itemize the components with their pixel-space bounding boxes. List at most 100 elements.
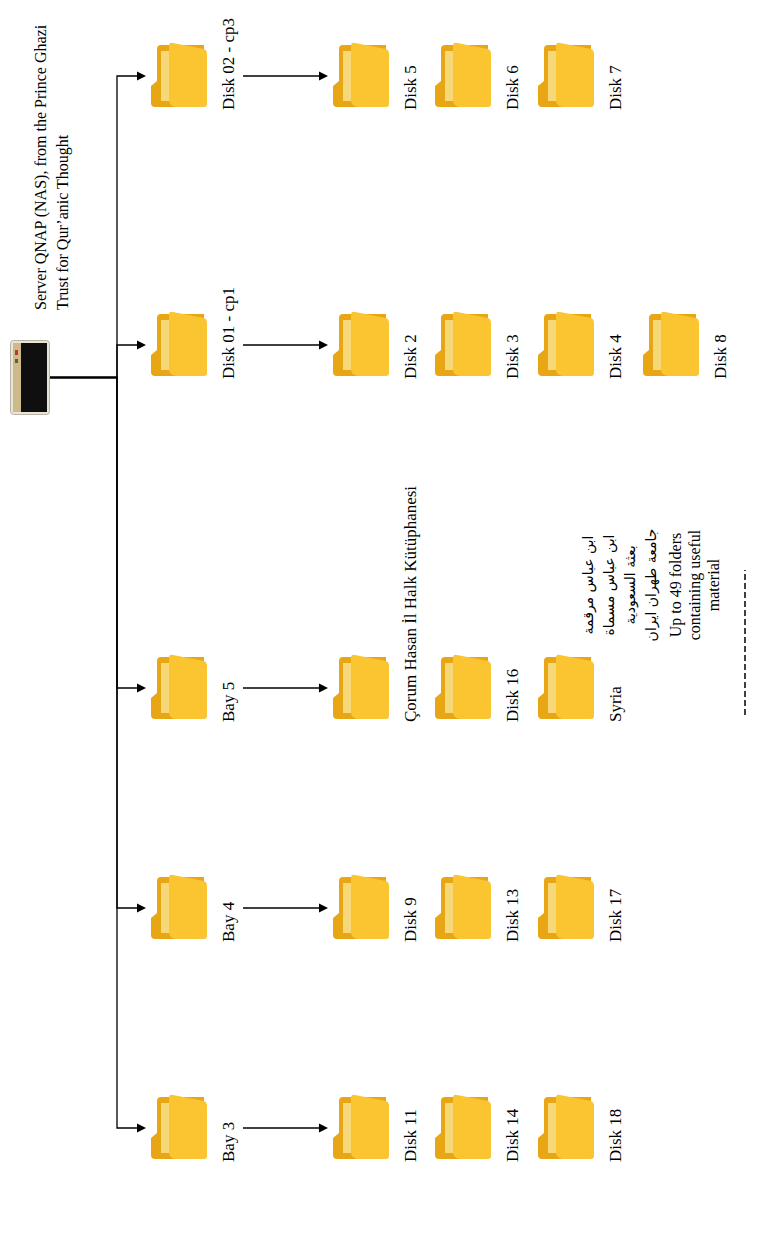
folder-front — [453, 43, 491, 107]
folder-label: Disk 11 — [400, 1094, 421, 1162]
arrow-head — [319, 904, 328, 913]
folder-label: Bay 3 — [218, 1094, 239, 1162]
connector — [50, 378, 146, 913]
dashed-line — [744, 570, 746, 715]
folder-node: Disk 18 — [535, 1094, 626, 1162]
folder-icon — [148, 311, 210, 379]
note-text: ابن عباس مرقمة — [578, 510, 599, 660]
folder-front — [556, 1095, 594, 1159]
folder-label: Disk 4 — [605, 311, 626, 379]
folder-front — [453, 875, 491, 939]
folder-icon — [432, 1094, 494, 1162]
folder-node: Disk 8 — [640, 311, 731, 379]
server-caption: Server QNAP (NAS), from the Prince Ghazi… — [30, 18, 74, 310]
folder-label: Çorum Hasan İl Halk Kütüphanesi — [400, 486, 421, 722]
folder-label: Disk 18 — [605, 1094, 626, 1162]
folder-label: Disk 9 — [400, 874, 421, 942]
folder-label: Disk 02 - cp3 — [218, 18, 239, 110]
folder-front — [661, 312, 699, 376]
note-text: Up to 49 folders containing useful mater… — [666, 510, 723, 660]
folder-icon — [535, 42, 597, 110]
connector-line — [50, 378, 139, 909]
folder-label: Disk 8 — [710, 311, 731, 379]
folder-front — [169, 1095, 207, 1159]
connector — [243, 341, 328, 350]
arrow-head — [319, 1124, 328, 1133]
folder-label: Disk 13 — [502, 874, 523, 942]
connector-line — [243, 344, 321, 345]
arrow-head — [137, 341, 146, 350]
folder-icon — [330, 42, 392, 110]
folder-front — [453, 312, 491, 376]
device-led — [15, 350, 18, 355]
folder-label: Disk 3 — [502, 311, 523, 379]
folder-front — [169, 312, 207, 376]
connector — [243, 904, 328, 913]
folder-node: Syria — [535, 654, 626, 722]
folder-node: Disk 14 — [432, 1094, 523, 1162]
folder-label: Disk 14 — [502, 1094, 523, 1162]
folder-icon — [432, 311, 494, 379]
folder-front — [169, 655, 207, 719]
folder-front — [453, 1095, 491, 1159]
folder-icon — [432, 654, 494, 722]
folder-icon — [330, 1094, 392, 1162]
folder-node: Disk 7 — [535, 42, 626, 110]
connector — [50, 378, 146, 1133]
connector — [243, 1124, 328, 1133]
folder-label: Disk 01 - cp1 — [218, 287, 239, 379]
folder-front — [169, 875, 207, 939]
folder-front — [351, 1095, 389, 1159]
folder-node: Disk 13 — [432, 874, 523, 942]
folder-front — [351, 875, 389, 939]
folder-icon — [432, 42, 494, 110]
folder-front — [351, 312, 389, 376]
device-frame — [11, 341, 50, 415]
connector-line — [243, 75, 321, 76]
folder-icon — [535, 1094, 597, 1162]
connector — [50, 378, 146, 693]
folder-node: Disk 16 — [432, 654, 523, 722]
folder-node: Disk 5 — [330, 42, 421, 110]
device-led — [15, 359, 18, 363]
folder-node: Disk 6 — [432, 42, 523, 110]
folder-node: Bay 3 — [148, 1094, 239, 1162]
folder-node: Disk 4 — [535, 311, 626, 379]
folder-label: Disk 17 — [605, 874, 626, 942]
folder-label: Bay 4 — [218, 874, 239, 942]
connector-line — [50, 378, 139, 689]
connector-line — [243, 687, 321, 688]
folder-icon — [148, 42, 210, 110]
folder-front — [169, 43, 207, 107]
folder-icon — [535, 311, 597, 379]
folder-front — [556, 43, 594, 107]
note-text: جامعة طهران ايران — [641, 510, 662, 660]
connector — [243, 684, 328, 693]
arrow-head — [137, 1124, 146, 1133]
folder-label: Disk 16 — [502, 654, 523, 722]
folder-node: Disk 01 - cp1 — [148, 287, 239, 379]
folder-front — [351, 655, 389, 719]
folder-node: Bay 4 — [148, 874, 239, 942]
folder-icon — [148, 654, 210, 722]
folder-node: Disk 2 — [330, 311, 421, 379]
folder-icon — [148, 874, 210, 942]
folder-node: Disk 02 - cp3 — [148, 18, 239, 110]
folder-label: Bay 5 — [218, 654, 239, 722]
folder-label: Disk 7 — [605, 42, 626, 110]
folder-front — [556, 312, 594, 376]
connector-line — [50, 378, 139, 1129]
folder-label: Disk 5 — [400, 42, 421, 110]
folder-icon — [330, 654, 392, 722]
arrow-head — [319, 72, 328, 81]
arrow-head — [319, 341, 328, 350]
folder-icon — [535, 874, 597, 942]
folder-front — [453, 655, 491, 719]
folder-node: Disk 9 — [330, 874, 421, 942]
folder-label: Disk 6 — [502, 42, 523, 110]
server-device — [10, 340, 50, 415]
note-text: بعثة السعودية — [620, 510, 641, 660]
note-text: ابن عباس مسماة — [599, 510, 620, 660]
